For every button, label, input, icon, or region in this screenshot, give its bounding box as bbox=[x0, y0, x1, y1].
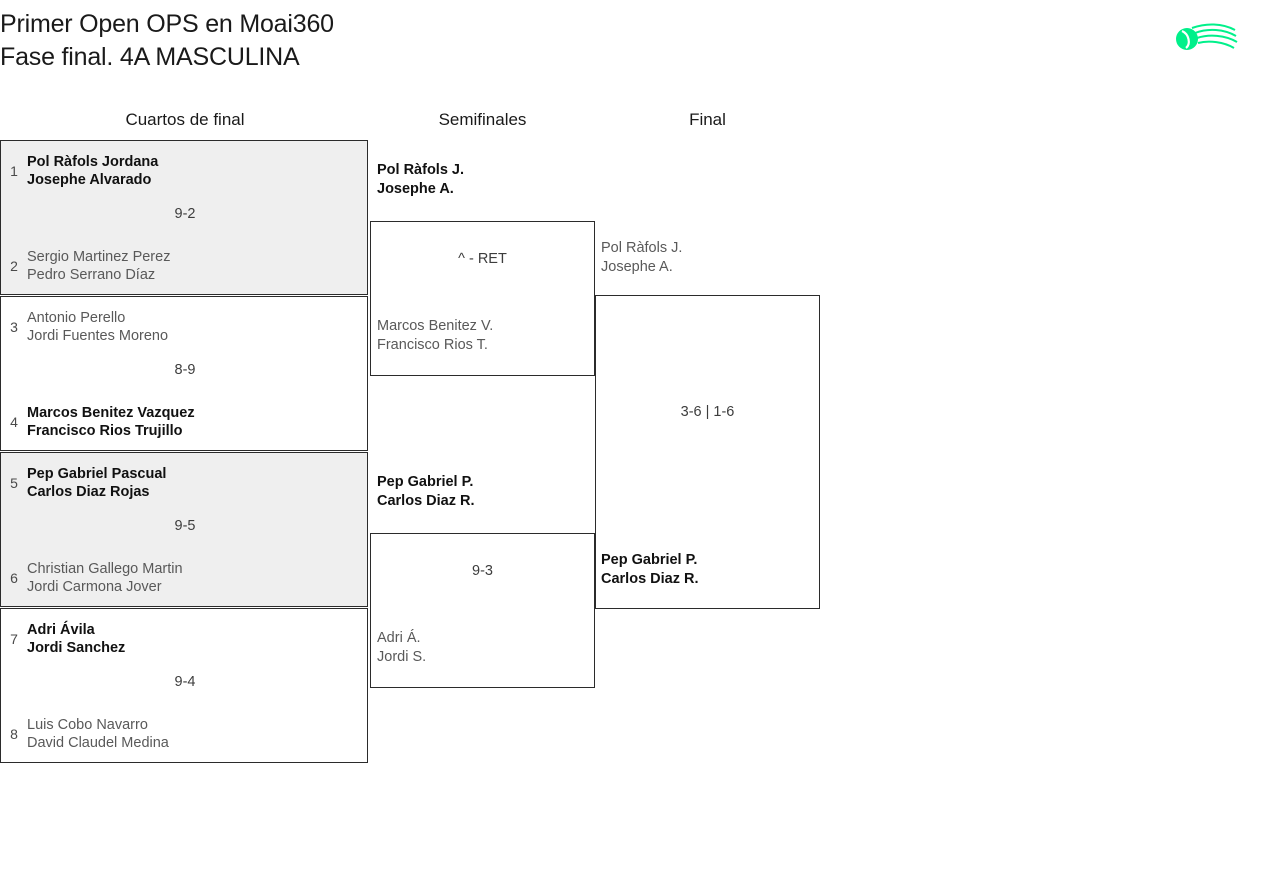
quarterfinal-match-3[interactable]: 5 Pep Gabriel Pascual Carlos Diaz Rojas … bbox=[0, 452, 368, 607]
match-team-bottom[interactable]: 2 Sergio Martinez Perez Pedro Serrano Dí… bbox=[1, 245, 361, 287]
seed-number: 2 bbox=[10, 258, 18, 274]
player-name: Pol Ràfols Jordana bbox=[27, 153, 159, 170]
team-names: Pol Ràfols Jordana Josephe Alvarado bbox=[27, 153, 158, 190]
quarterfinal-match-4[interactable]: 7 Adri Ávila Jordi Sanchez 9-4 8 Luis Co… bbox=[0, 608, 368, 763]
match-score: 9-3 bbox=[472, 563, 493, 579]
seed-number: 8 bbox=[10, 726, 18, 742]
quarterfinal-match-1[interactable]: 1 Pol Ràfols Jordana Josephe Alvarado 9-… bbox=[0, 140, 368, 295]
player-name: Marcos Benitez Vazquez bbox=[27, 404, 195, 421]
team-names: Antonio Perello Jordi Fuentes Moreno bbox=[27, 309, 168, 346]
team-names: Luis Cobo Navarro David Claudel Medina bbox=[27, 716, 169, 753]
moai360-logo bbox=[1172, 14, 1242, 58]
semifinal-2-team-bottom[interactable]: Adri Á. Jordi S. bbox=[377, 629, 426, 666]
team-names: Adri Ávila Jordi Sanchez bbox=[27, 621, 125, 658]
player-name: Jordi Carmona Jover bbox=[27, 579, 162, 595]
seed-number: 3 bbox=[10, 319, 18, 335]
player-name: David Claudel Medina bbox=[27, 735, 169, 751]
match-score: 8-9 bbox=[174, 362, 196, 378]
player-name: Pedro Serrano Díaz bbox=[27, 267, 156, 283]
match-team-bottom[interactable]: 6 Christian Gallego Martin Jordi Carmona… bbox=[1, 557, 361, 599]
player-name: Luis Cobo Navarro bbox=[27, 716, 148, 733]
team-names: Christian Gallego Martin Jordi Carmona J… bbox=[27, 560, 183, 597]
semifinal-match-2[interactable]: 9-3 bbox=[370, 533, 595, 688]
match-team-top[interactable]: 1 Pol Ràfols Jordana Josephe Alvarado bbox=[1, 150, 361, 192]
player-name: Jordi Sanchez bbox=[27, 640, 126, 656]
final-match[interactable]: 3-6 | 1-6 bbox=[595, 295, 820, 609]
player-name: Carlos Diaz R. bbox=[601, 570, 699, 587]
seed-number: 5 bbox=[10, 475, 18, 491]
player-name: Sergio Martinez Perez bbox=[27, 248, 171, 265]
tournament-name: Primer Open OPS en Moai360 bbox=[0, 10, 334, 38]
player-name: Josephe A. bbox=[601, 258, 673, 275]
tournament-phase: Fase final. 4A MASCULINA bbox=[0, 43, 300, 71]
player-name: Adri Ávila bbox=[27, 621, 95, 638]
match-score: 9-5 bbox=[174, 518, 196, 534]
player-name: Pol Ràfols J. bbox=[377, 162, 465, 178]
player-name: Carlos Diaz R. bbox=[377, 492, 475, 509]
player-name: Jordi Fuentes Moreno bbox=[27, 328, 169, 344]
seed-number: 1 bbox=[10, 163, 18, 179]
semifinal-2-team-top[interactable]: Pep Gabriel P. Carlos Diaz R. bbox=[377, 473, 475, 510]
semifinal-1-team-top[interactable]: Pol Ràfols J. Josephe A. bbox=[377, 161, 464, 198]
match-team-top[interactable]: 7 Adri Ávila Jordi Sanchez bbox=[1, 618, 361, 660]
player-name: Pep Gabriel Pascual bbox=[27, 465, 167, 482]
player-name: Marcos Benitez V. bbox=[377, 318, 494, 334]
player-name: Pep Gabriel P. bbox=[377, 474, 474, 490]
player-name: Christian Gallego Martin bbox=[27, 560, 183, 577]
player-name: Josephe A. bbox=[377, 180, 454, 197]
player-name: Josephe Alvarado bbox=[27, 172, 152, 188]
player-name: Francisco Rios T. bbox=[377, 336, 488, 353]
match-team-top[interactable]: 3 Antonio Perello Jordi Fuentes Moreno bbox=[1, 306, 361, 348]
match-score: 3-6 | 1-6 bbox=[680, 404, 735, 420]
semifinal-match-1[interactable]: ^ - RET bbox=[370, 221, 595, 376]
seed-number: 7 bbox=[10, 631, 18, 647]
final-team-bottom[interactable]: Pep Gabriel P. Carlos Diaz R. bbox=[601, 551, 699, 588]
player-name: Pep Gabriel P. bbox=[601, 552, 698, 568]
match-team-bottom[interactable]: 4 Marcos Benitez Vazquez Francisco Rios … bbox=[1, 401, 361, 443]
match-score: 9-2 bbox=[174, 206, 196, 222]
player-name: Pol Ràfols J. bbox=[601, 240, 683, 256]
final-team-top[interactable]: Pol Ràfols J. Josephe A. bbox=[601, 239, 682, 276]
round-header-final: Final bbox=[689, 110, 726, 129]
player-name: Adri Á. bbox=[377, 630, 421, 646]
seed-number: 6 bbox=[10, 570, 18, 586]
player-name: Jordi S. bbox=[377, 648, 427, 665]
team-names: Sergio Martinez Perez Pedro Serrano Díaz bbox=[27, 248, 170, 285]
match-score: 9-4 bbox=[174, 674, 196, 690]
round-header-semifinals: Semifinales bbox=[438, 110, 527, 129]
player-name: Carlos Diaz Rojas bbox=[27, 484, 150, 500]
page-title: Primer Open OPS en Moai360 Fase final. 4… bbox=[0, 8, 900, 74]
team-names: Marcos Benitez Vazquez Francisco Rios Tr… bbox=[27, 404, 195, 441]
team-names: Pep Gabriel Pascual Carlos Diaz Rojas bbox=[27, 465, 166, 502]
quarterfinal-match-2[interactable]: 3 Antonio Perello Jordi Fuentes Moreno 8… bbox=[0, 296, 368, 451]
match-score: ^ - RET bbox=[458, 251, 507, 267]
seed-number: 4 bbox=[10, 414, 18, 430]
player-name: Antonio Perello bbox=[27, 309, 126, 326]
match-team-top[interactable]: 5 Pep Gabriel Pascual Carlos Diaz Rojas bbox=[1, 462, 361, 504]
match-team-bottom[interactable]: 8 Luis Cobo Navarro David Claudel Medina bbox=[1, 713, 361, 755]
round-header-quarterfinals: Cuartos de final bbox=[125, 110, 245, 129]
player-name: Francisco Rios Trujillo bbox=[27, 423, 183, 439]
semifinal-1-team-bottom[interactable]: Marcos Benitez V. Francisco Rios T. bbox=[377, 317, 493, 354]
